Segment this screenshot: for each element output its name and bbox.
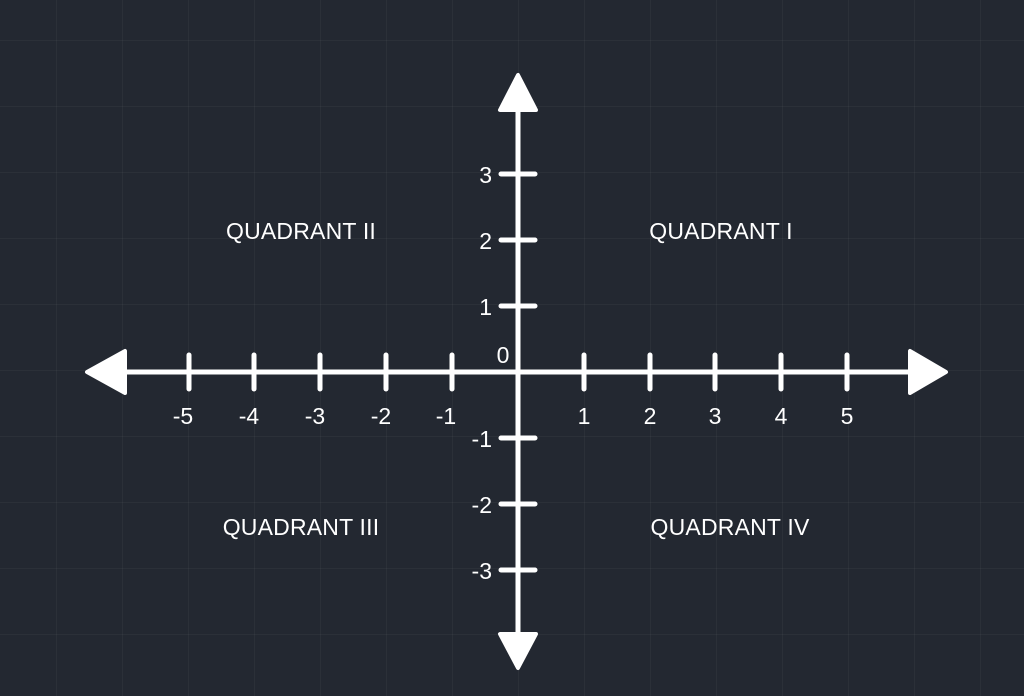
x-axis-right-arrow-icon	[908, 349, 948, 395]
x-tick-label: 1	[578, 403, 591, 429]
y-tick-label: 2	[479, 228, 492, 254]
x-tick-label: 5	[841, 403, 854, 429]
quadrant-4-label: QUADRANT IV	[651, 514, 810, 540]
y-ticks	[498, 171, 538, 573]
x-tick-label: -1	[436, 403, 456, 429]
x-tick-label: -5	[173, 403, 193, 429]
y-tick-label: -2	[472, 492, 492, 518]
x-tick-label: -4	[239, 403, 260, 429]
quadrant-2-label: QUADRANT II	[226, 218, 376, 244]
y-tick-label: 1	[479, 294, 492, 320]
quadrant-1-label: QUADRANT I	[649, 218, 792, 244]
x-tick-label: 3	[709, 403, 722, 429]
x-tick-label: -2	[371, 403, 391, 429]
y-axis-up-arrow-icon	[498, 73, 538, 112]
quadrant-3-label: QUADRANT III	[223, 514, 380, 540]
origin-label: 0	[497, 342, 510, 368]
x-axis-left-arrow-icon	[85, 349, 127, 395]
y-tick-label: -1	[472, 426, 492, 452]
x-tick-label: 2	[644, 403, 657, 429]
y-tick-label: -3	[472, 558, 492, 584]
y-tick-labels: 3 2 1 -1 -2 -3	[472, 162, 492, 584]
y-axis-down-arrow-icon	[498, 632, 538, 670]
x-tick-labels: -5 -4 -3 -2 -1 1 2 3 4 5	[173, 403, 854, 429]
y-tick-label: 3	[479, 162, 492, 188]
x-tick-label: 4	[775, 403, 788, 429]
x-ticks	[186, 352, 850, 392]
x-tick-label: -3	[305, 403, 325, 429]
